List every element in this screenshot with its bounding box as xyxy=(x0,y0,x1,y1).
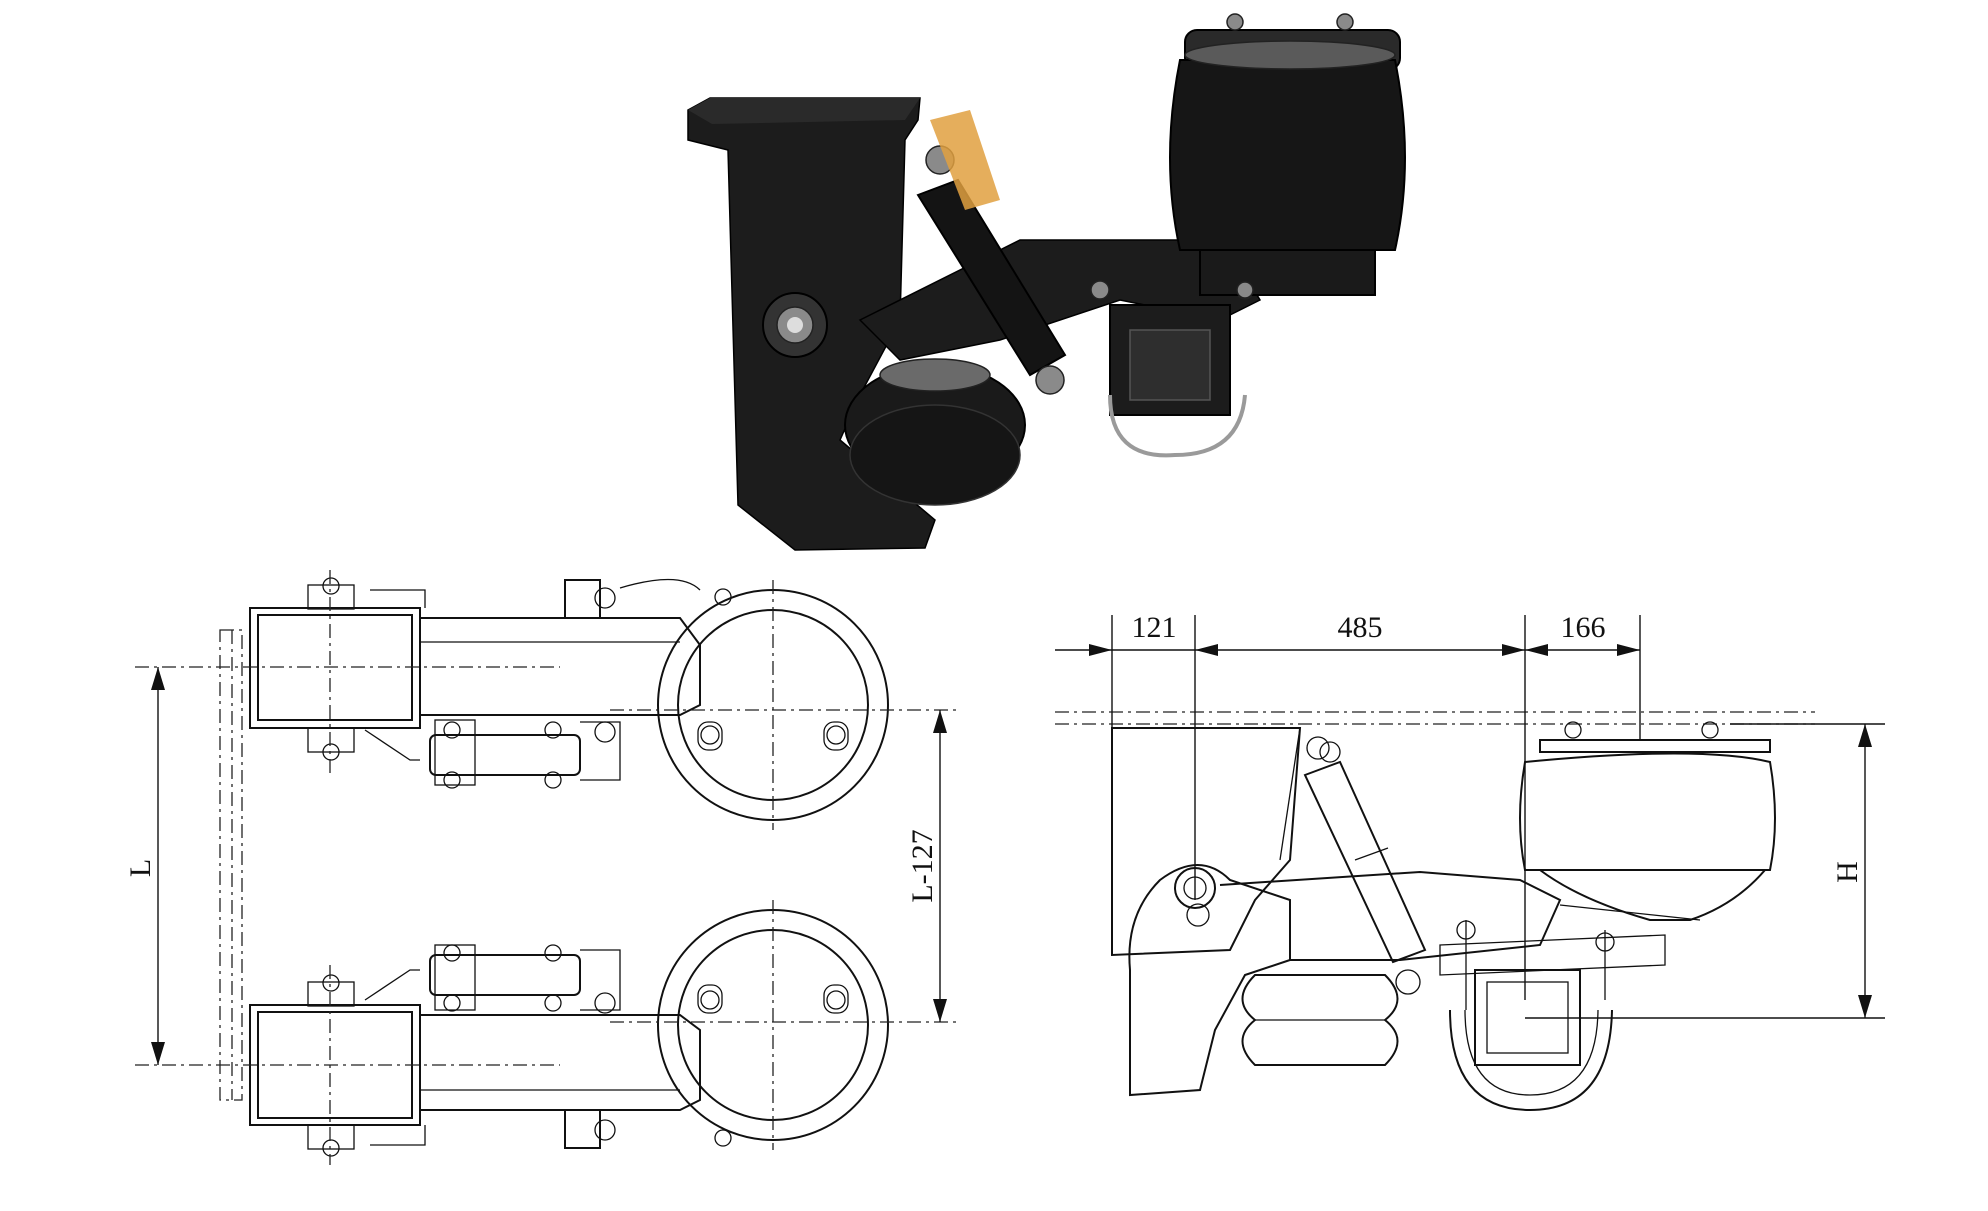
dimension-L-label: L xyxy=(124,859,157,877)
suspension-photo xyxy=(687,13,1406,551)
plan-arm-upper xyxy=(135,570,960,830)
shock-absorber xyxy=(916,110,1067,395)
dimension-L-127: L-127 xyxy=(906,710,947,1022)
dimension-L: L xyxy=(124,667,165,1065)
dimension-H: H xyxy=(1525,723,1885,1019)
dimension-166-label: 166 xyxy=(1561,611,1606,644)
dimension-chain-top: 121 485 166 xyxy=(1055,611,1640,656)
side-shock-absorber xyxy=(1303,741,1427,995)
lower-air-bellow xyxy=(844,358,1026,506)
plan-view: L L-127 xyxy=(124,570,960,1165)
dimension-H-label: H xyxy=(1831,861,1864,883)
plan-arm-lower xyxy=(135,900,960,1165)
side-lower-bellow xyxy=(1241,974,1399,1066)
upper-air-spring xyxy=(1169,13,1406,299)
side-hanger xyxy=(1111,727,1302,957)
dimension-L-127-label: L-127 xyxy=(906,829,939,902)
side-axle-seat xyxy=(1439,920,1666,1112)
axle-seat xyxy=(1090,280,1255,458)
dimension-485-label: 485 xyxy=(1338,611,1383,644)
side-view: 121 485 166 H xyxy=(1055,611,1885,1112)
trailing-arm xyxy=(858,239,1262,361)
side-upper-air-spring xyxy=(1519,721,1776,921)
dimension-121-label: 121 xyxy=(1132,611,1177,644)
